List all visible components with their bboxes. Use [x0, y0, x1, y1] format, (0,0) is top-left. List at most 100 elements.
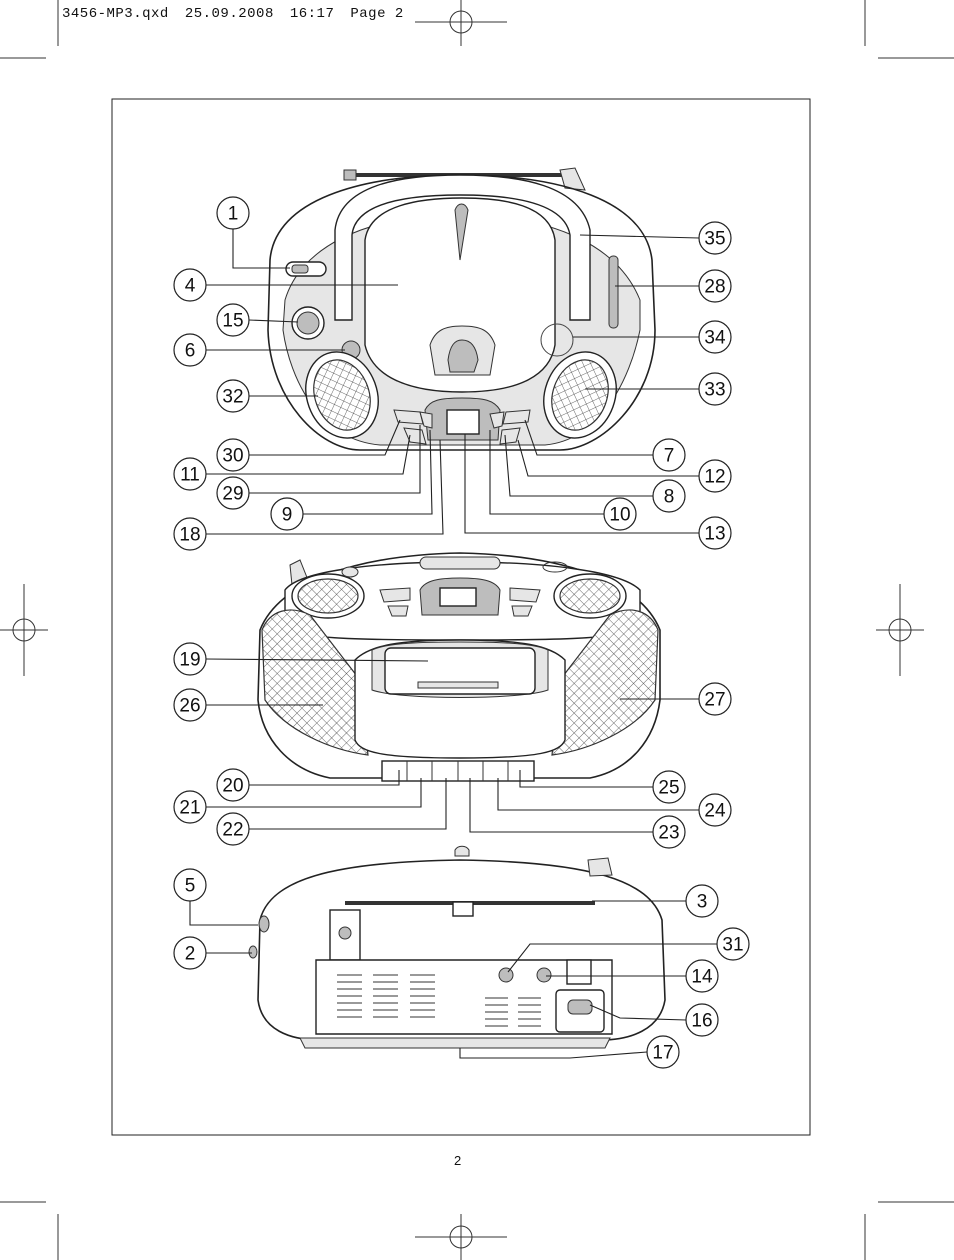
- callout-label-2: 2: [185, 944, 196, 965]
- registration-mark-top: [415, 0, 507, 46]
- callout-label-28: 28: [704, 277, 725, 298]
- callout-leader-8: [504, 434, 653, 497]
- callout-circle-23: [652, 815, 686, 849]
- callout-leader-22: [249, 778, 447, 830]
- callout-circle-21: [173, 790, 207, 824]
- callout-label-9: 9: [282, 505, 293, 526]
- callout-label-21: 21: [179, 798, 200, 819]
- callout-label-4: 4: [185, 276, 196, 297]
- callout-label-1: 1: [228, 204, 239, 225]
- callout-circle-20: [216, 768, 250, 802]
- callout-label-34: 34: [704, 328, 726, 349]
- registration-mark-left: [0, 584, 48, 676]
- callout-leader-17: [459, 1048, 648, 1059]
- callout-circle-3: [685, 884, 719, 918]
- callout-leader-25: [519, 770, 653, 788]
- callout-label-15: 15: [222, 311, 243, 332]
- callout-circle-11: [173, 457, 207, 491]
- callout-leader-10: [489, 430, 604, 515]
- callout-leader-15: [248, 319, 299, 323]
- callout-circle-12: [698, 459, 732, 493]
- callout-circle-1: [216, 196, 250, 230]
- callout-label-12: 12: [704, 467, 725, 488]
- callout-label-29: 29: [222, 484, 243, 505]
- callout-leader-23: [469, 778, 653, 833]
- registration-mark-bottom: [415, 1214, 507, 1260]
- callout-circle-4: [173, 268, 207, 302]
- callout-leader-7: [524, 419, 653, 456]
- callout-label-16: 16: [691, 1011, 712, 1032]
- callout-leader-11: [206, 434, 411, 475]
- callout-label-31: 31: [722, 935, 743, 956]
- callout-circle-26: [173, 688, 207, 722]
- callout-label-13: 13: [704, 524, 725, 545]
- callout-label-8: 8: [664, 487, 675, 508]
- header-page: Page 2: [350, 6, 404, 22]
- callout-leader-13: [464, 434, 699, 534]
- callout-leader-21: [206, 778, 422, 808]
- callout-label-25: 25: [658, 778, 679, 799]
- callout-label-26: 26: [179, 696, 200, 717]
- callout-circle-34: [698, 320, 732, 354]
- callout-label-18: 18: [179, 525, 200, 546]
- callout-leader-30: [249, 419, 401, 456]
- callout-leader-1: [232, 229, 290, 269]
- header-filename: 3456-MP3.qxd: [62, 6, 169, 22]
- callout-label-20: 20: [222, 776, 243, 797]
- callout-circle-9: [270, 497, 304, 531]
- callout-label-33: 33: [704, 380, 725, 401]
- callout-circle-7: [652, 438, 686, 472]
- callout-label-27: 27: [704, 690, 725, 711]
- callout-label-6: 6: [185, 341, 196, 362]
- callout-circle-33: [698, 372, 732, 406]
- callout-leader-31: [507, 943, 717, 973]
- callout-label-11: 11: [180, 465, 200, 486]
- callout-leader-35: [579, 234, 700, 239]
- callout-circle-32: [216, 379, 250, 413]
- callout-label-5: 5: [185, 876, 196, 897]
- callout-circle-29: [216, 476, 250, 510]
- callout-circle-8: [652, 479, 686, 513]
- callout-circle-35: [698, 221, 732, 255]
- callout-circle-24: [698, 793, 732, 827]
- callout-label-35: 35: [704, 229, 725, 250]
- callout-circle-14: [685, 959, 719, 993]
- callout-label-23: 23: [658, 823, 679, 844]
- callout-circle-6: [173, 333, 207, 367]
- callout-circle-22: [216, 812, 250, 846]
- callout-label-32: 32: [222, 387, 243, 408]
- callout-leader-29: [249, 425, 421, 494]
- callout-leader-20: [249, 770, 400, 786]
- header-date: 25.09.2008: [184, 6, 274, 22]
- callout-leader-19: [205, 658, 429, 662]
- callout-label-17: 17: [652, 1043, 673, 1064]
- callout-label-3: 3: [697, 892, 708, 913]
- callout-circle-5: [173, 868, 207, 902]
- callout-circle-17: [646, 1035, 680, 1069]
- callout-circle-13: [698, 516, 732, 550]
- callout-circle-18: [173, 517, 207, 551]
- callout-label-30: 30: [222, 446, 243, 467]
- callout-leader-16: [589, 1004, 687, 1021]
- page-frame: [111, 98, 811, 1136]
- callout-leader-12: [517, 439, 699, 477]
- callout-label-10: 10: [609, 505, 630, 526]
- callout-leader-18: [206, 439, 444, 535]
- callout-circle-2: [173, 936, 207, 970]
- top-view: [267, 167, 656, 451]
- callout-label-14: 14: [691, 967, 713, 988]
- callout-leader-5: [189, 901, 258, 926]
- callout-leader-24: [497, 778, 699, 811]
- callout-circle-25: [652, 770, 686, 804]
- callout-label-24: 24: [704, 801, 726, 822]
- callout-leader-9: [303, 429, 433, 515]
- front-view: [257, 552, 661, 782]
- callout-label-7: 7: [664, 446, 675, 467]
- callout-label-22: 22: [222, 820, 243, 841]
- callout-label-19: 19: [179, 650, 200, 671]
- callout-circle-16: [685, 1003, 719, 1037]
- callout-circle-31: [716, 927, 750, 961]
- callout-circle-15: [216, 303, 250, 337]
